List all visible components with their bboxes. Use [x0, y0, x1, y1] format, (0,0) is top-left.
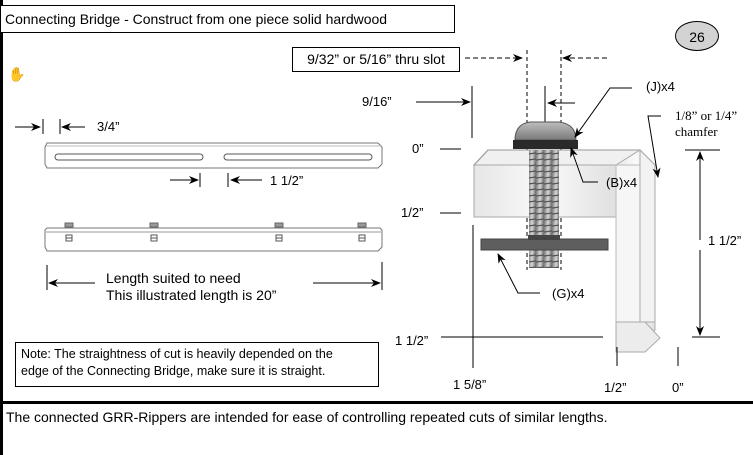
g-nut [528, 235, 560, 240]
leader-g [497, 253, 540, 294]
height-label: 1 1/2” [708, 233, 742, 248]
side-bolt-head [357, 222, 367, 228]
slot-offset-label: 9/16” [362, 94, 392, 109]
note-line2: edge of the Connecting Bridge, make sure… [21, 364, 326, 378]
side-bolt [64, 222, 74, 242]
length-label-line2: This illustrated length is 20” [106, 287, 277, 303]
vertical-mark-one-half: 1 1/2” [395, 333, 429, 348]
g-washer [480, 238, 609, 251]
side-bolt [274, 222, 284, 242]
side-bolt [149, 222, 159, 242]
leader-chamfer [647, 115, 661, 178]
vertical-mark-half: 1/2” [401, 205, 424, 220]
horizontal-mark-one-five-eighths: 1 5/8” [453, 377, 487, 392]
side-bolts [64, 222, 367, 242]
bolt-head [514, 121, 577, 141]
horizontal-mark-half: 1/2” [604, 380, 627, 395]
footer-divider [0, 401, 753, 404]
side-view [44, 222, 383, 290]
side-bolt-head [274, 222, 284, 228]
part-j-label: (J)x4 [646, 79, 675, 94]
top-view [15, 119, 383, 187]
side-bolt-head [149, 222, 159, 228]
chamfer-label-line1: 1/8” or 1/4” [675, 108, 738, 123]
note-line1: Note: The straightness of cut is heavily… [21, 347, 333, 361]
leader-j [574, 87, 632, 138]
chamfer-label-line2: chamfer [675, 124, 718, 139]
page-number-badge: 26 [675, 21, 719, 51]
footer-text: The connected GRR-Rippers are intended f… [6, 409, 608, 425]
left-border [0, 0, 3, 455]
vertical-mark-0: 0” [412, 141, 424, 156]
part-g-label: (G)x4 [552, 286, 585, 301]
part-b-label: (B)x4 [606, 175, 638, 190]
wood-edge [473, 149, 489, 166]
slot-right [223, 153, 373, 161]
end-offset-label: 3/4” [97, 119, 120, 134]
leader-b [570, 147, 598, 183]
wood-side-face [639, 148, 656, 323]
side-bolt-head [64, 222, 74, 228]
side-bolt [357, 222, 367, 242]
hand-cursor-icon: ✋ [8, 66, 26, 82]
bolt-washer [513, 140, 578, 149]
bridge-side-outline [44, 227, 383, 252]
slot-left [54, 153, 204, 161]
horizontal-mark-0: 0” [672, 380, 684, 395]
note-box: Note: The straightness of cut is heavily… [15, 342, 379, 387]
slot-gap-label: 1 1/2” [270, 173, 304, 188]
bridge-top-outline [44, 142, 383, 169]
page-title: Connecting Bridge - Construct from one p… [0, 5, 455, 33]
cross-section [416, 50, 720, 368]
length-label-line1: Length suited to need [106, 270, 241, 286]
slot-label-box: 9/32” or 5/16” thru slot [292, 47, 460, 72]
